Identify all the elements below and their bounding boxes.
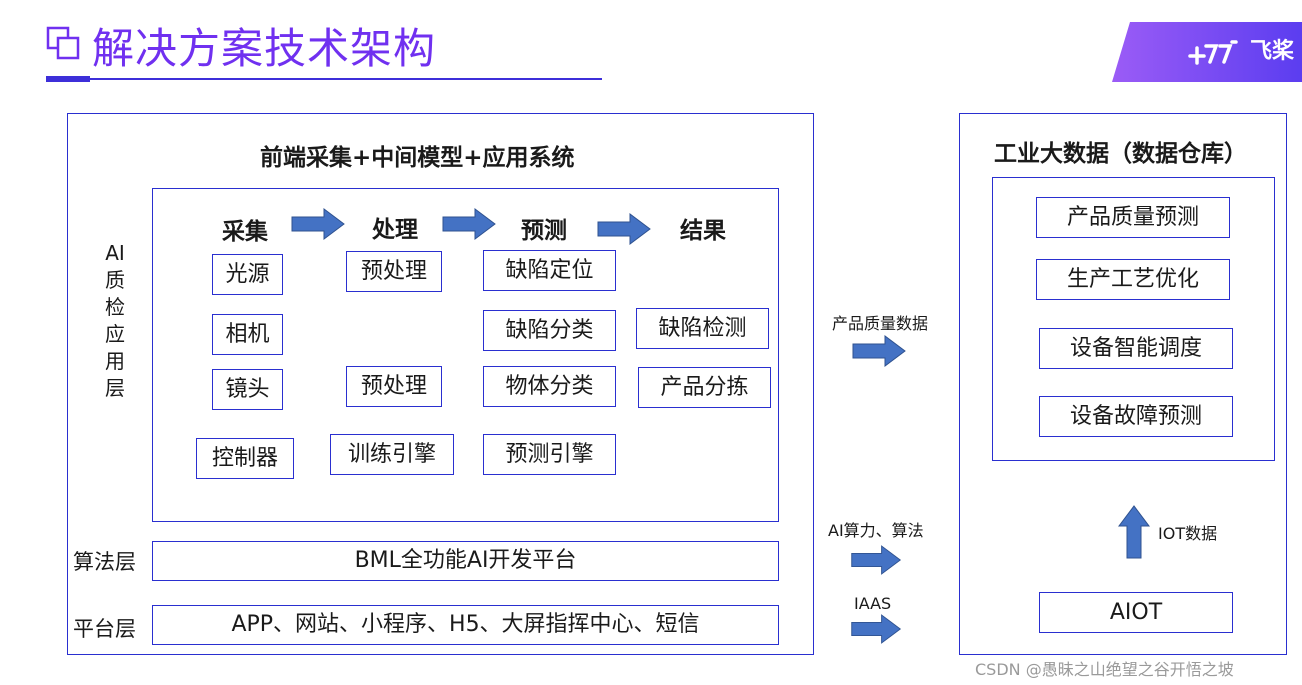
- left-panel-title: 前端采集+中间模型+应用系统: [260, 145, 575, 171]
- warehouse-item-quality-prediction: 产品质量预测: [1036, 197, 1230, 238]
- algorithm-layer-label: 算法层: [73, 550, 136, 574]
- stage-process: 处理: [372, 217, 418, 243]
- predict-item-object-classification: 物体分类: [483, 366, 616, 407]
- predict-item-prediction-engine: 预测引擎: [483, 434, 616, 475]
- connector-label-iaas: IAAS: [854, 594, 892, 613]
- brand-banner: [1112, 22, 1302, 82]
- platform-layer-label: 平台层: [73, 617, 136, 641]
- title-square-icon: [46, 26, 80, 60]
- title-underline: [46, 78, 602, 80]
- process-item-training-engine: 训练引擎: [330, 434, 454, 475]
- right-panel-title: 工业大数据（数据仓库）: [994, 141, 1247, 167]
- result-item-product-sorting: 产品分拣: [638, 367, 771, 408]
- brand-name: 飞桨: [1250, 39, 1295, 64]
- warehouse-item-device-scheduling: 设备智能调度: [1039, 328, 1233, 369]
- arrow-up-icon: [1118, 505, 1150, 559]
- warehouse-item-fault-prediction: 设备故障预测: [1039, 396, 1233, 437]
- arrow-right-icon: [852, 335, 906, 367]
- process-item-preprocess-2: 预处理: [346, 366, 442, 407]
- connector-label-iot: IOT数据: [1158, 524, 1218, 543]
- arrow-right-icon: [851, 614, 902, 644]
- collect-item-camera: 相机: [212, 314, 283, 355]
- ai-quality-layer-label: AI 质 检 应 用 层: [105, 241, 125, 400]
- csdn-watermark: CSDN @愚昧之山绝望之谷开悟之坡: [975, 660, 1234, 679]
- warehouse-item-process-optimization: 生产工艺优化: [1036, 259, 1230, 300]
- process-item-preprocess: 预处理: [346, 251, 442, 292]
- page-title: 解决方案技术架构: [92, 24, 437, 73]
- stage-predict: 预测: [521, 218, 567, 244]
- connector-label-compute: AI算力、算法: [828, 521, 924, 540]
- collect-item-light: 光源: [212, 254, 283, 295]
- predict-item-defect-location: 缺陷定位: [483, 250, 616, 291]
- arrow-right-icon: [851, 545, 902, 575]
- aiot-box: AIOT: [1039, 592, 1233, 633]
- collect-item-lens: 镜头: [212, 369, 283, 410]
- collect-item-controller: 控制器: [196, 438, 294, 479]
- algorithm-layer-box: BML全功能AI开发平台: [152, 541, 779, 581]
- connector-label-quality-data: 产品质量数据: [832, 314, 929, 333]
- arrow-right-icon: [442, 208, 496, 240]
- stage-result: 结果: [680, 218, 726, 244]
- result-item-defect-detection: 缺陷检测: [636, 308, 769, 349]
- arrow-right-icon: [291, 208, 345, 240]
- predict-item-defect-classification: 缺陷分类: [483, 310, 616, 351]
- paddle-logo-icon: [1188, 40, 1238, 65]
- stage-collect: 采集: [222, 219, 268, 245]
- arrow-right-icon: [597, 213, 651, 245]
- platform-layer-box: APP、网站、小程序、H5、大屏指挥中心、短信: [152, 605, 779, 645]
